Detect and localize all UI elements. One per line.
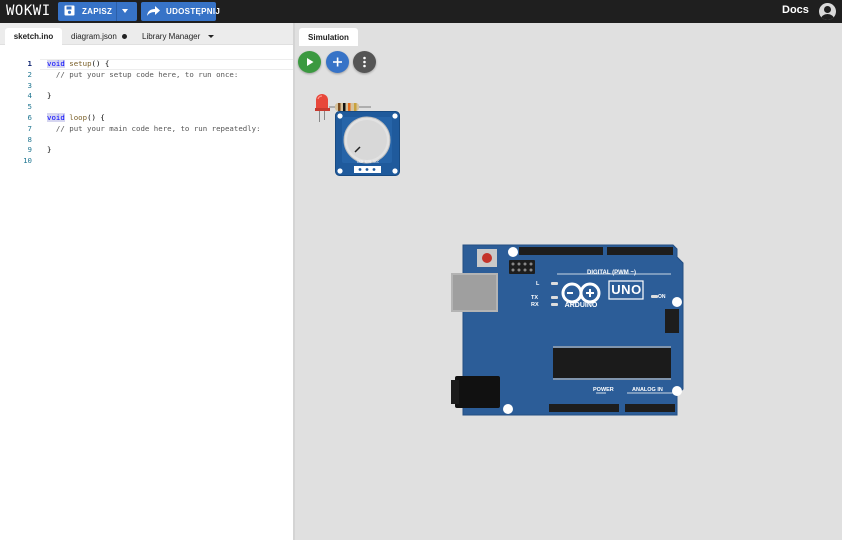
save-dropdown-chevron-icon[interactable] <box>122 9 128 13</box>
on-led-label: ON <box>658 294 666 300</box>
rx-led-label: RX <box>531 302 539 308</box>
simulation-pane: Simulation <box>295 23 842 540</box>
plus-icon <box>333 57 342 67</box>
code-editor[interactable]: 1 void setup() { 2 // put your setup cod… <box>0 59 294 167</box>
wokwi-logo[interactable]: WOKWI <box>6 3 51 19</box>
code-line[interactable]: 6 void loop() { <box>27 112 105 122</box>
user-avatar-icon[interactable] <box>819 3 836 20</box>
code-line[interactable]: 2 // put your setup code here, to run on… <box>27 69 239 79</box>
share-icon <box>147 5 160 18</box>
unsaved-dot-icon <box>121 34 127 39</box>
pane-resize-handle[interactable] <box>293 23 295 540</box>
potentiometer[interactable]: GND SIG VCC <box>335 111 400 181</box>
save-icon <box>64 5 75 18</box>
more-options-button[interactable] <box>353 51 376 73</box>
tab-diagram-json[interactable]: diagram.json <box>71 28 127 45</box>
analog-pins-label: ANALOG IN <box>632 387 663 393</box>
tab-diagram-json-label: diagram.json <box>71 32 117 41</box>
more-vert-icon <box>363 56 366 68</box>
resistor[interactable] <box>329 99 371 117</box>
power-pins-label: POWER <box>593 387 614 393</box>
board-model-label: UNO <box>611 282 642 297</box>
tabs-dropdown-chevron-icon[interactable] <box>208 35 214 38</box>
digital-pins-label: DIGITAL (PWM ~) <box>587 270 636 276</box>
code-line[interactable]: 8 <box>27 134 32 144</box>
tab-sketch-ino[interactable]: sketch.ino <box>5 28 62 45</box>
arduino-uno-board[interactable]: UNO ARDUINO DIGITAL (PWM ~) POWER ANALOG… <box>451 243 691 419</box>
code-line[interactable]: 10 <box>23 156 32 166</box>
docs-link[interactable]: Docs <box>782 4 809 16</box>
l-led-label: L <box>536 281 540 287</box>
board-brand-label: ARDUINO <box>564 302 598 309</box>
top-bar: WOKWI ZAPISZ UDOSTĘPNIJ Docs <box>0 0 842 23</box>
code-line[interactable]: 5 <box>27 102 32 112</box>
save-button[interactable]: ZAPISZ <box>58 2 137 21</box>
code-line[interactable]: 1 void setup() { <box>0 59 294 70</box>
red-led[interactable] <box>315 93 331 128</box>
share-button[interactable]: UDOSTĘPNIJ <box>141 2 220 21</box>
play-icon <box>307 58 314 66</box>
share-label: UDOSTĘPNIJ <box>166 7 221 16</box>
tx-led-label: TX <box>531 295 539 301</box>
save-label: ZAPISZ <box>82 7 113 16</box>
code-line[interactable]: 7 // put your main code here, to run rep… <box>27 123 261 133</box>
tab-library-manager[interactable]: Library Manager <box>142 32 201 41</box>
potentiometer-pin-labels: GND SIG VCC <box>356 160 380 164</box>
editor-pane: sketch.ino diagram.json Library Manager … <box>0 23 294 540</box>
editor-tab-bar: sketch.ino diagram.json Library Manager <box>0 23 294 45</box>
tab-simulation[interactable]: Simulation <box>299 28 358 46</box>
add-part-button[interactable] <box>326 51 349 73</box>
code-line[interactable]: 3 <box>27 80 32 90</box>
code-line[interactable]: 9 } <box>27 145 52 155</box>
code-line[interactable]: 4 } <box>27 91 52 101</box>
start-simulation-button[interactable] <box>298 51 321 73</box>
